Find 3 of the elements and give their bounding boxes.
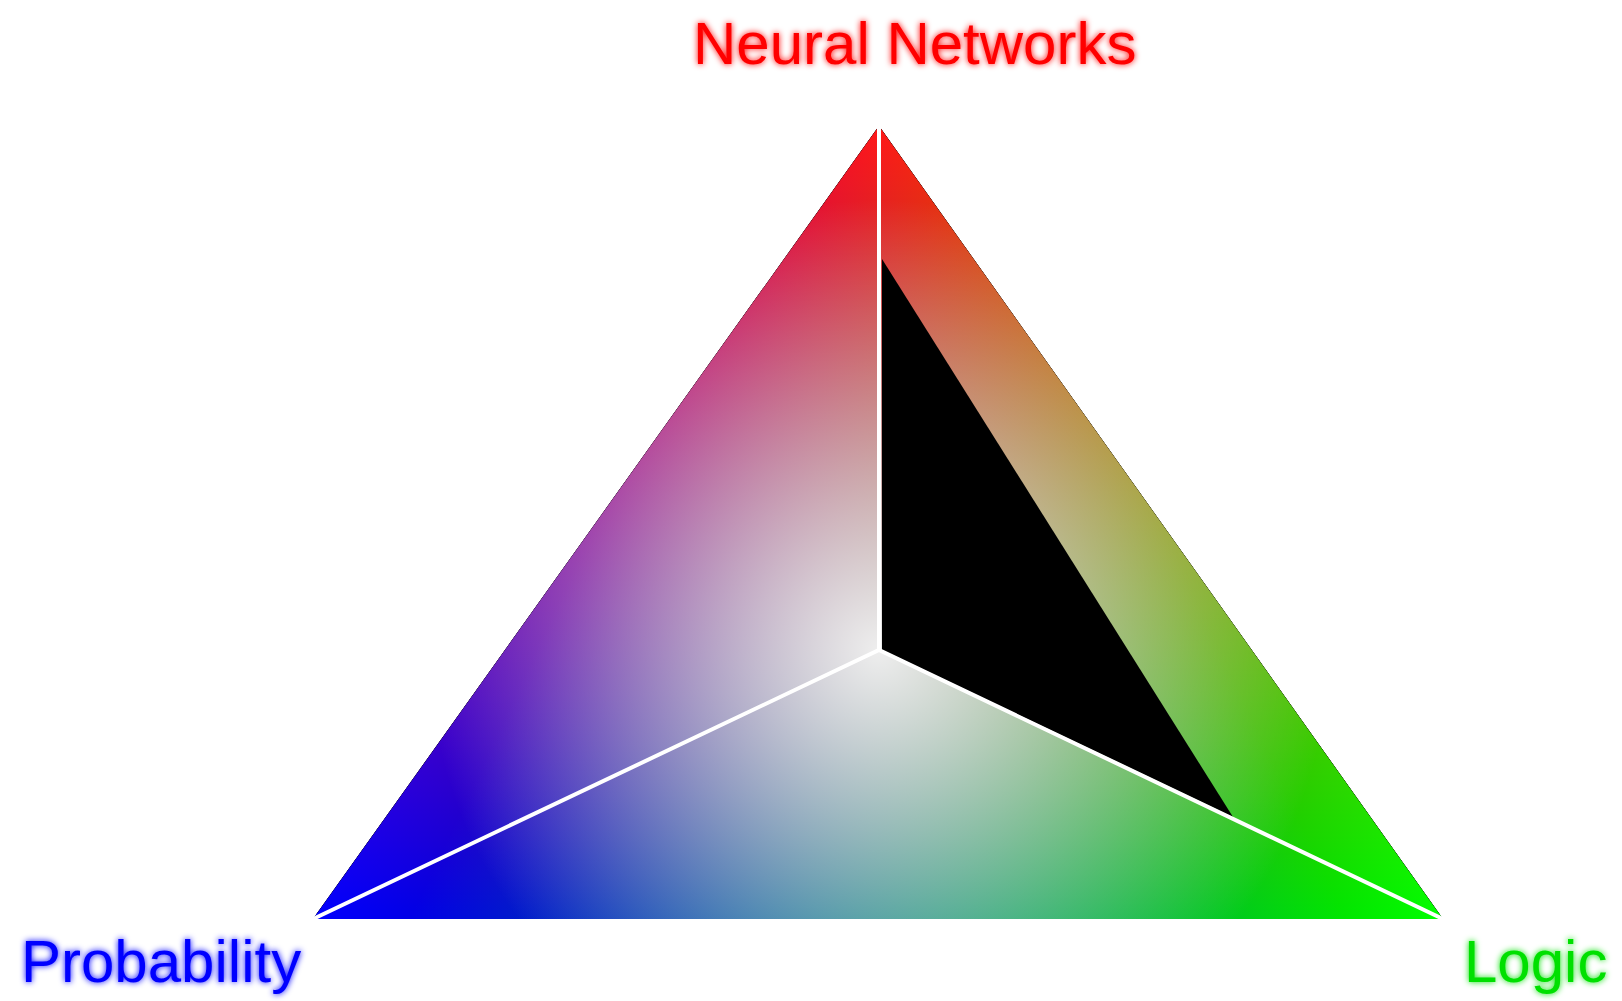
vertex-label: Neural Networks bbox=[693, 12, 1137, 76]
vertex-label: Probability bbox=[21, 930, 302, 994]
vertex-label: Logic bbox=[1464, 930, 1608, 994]
